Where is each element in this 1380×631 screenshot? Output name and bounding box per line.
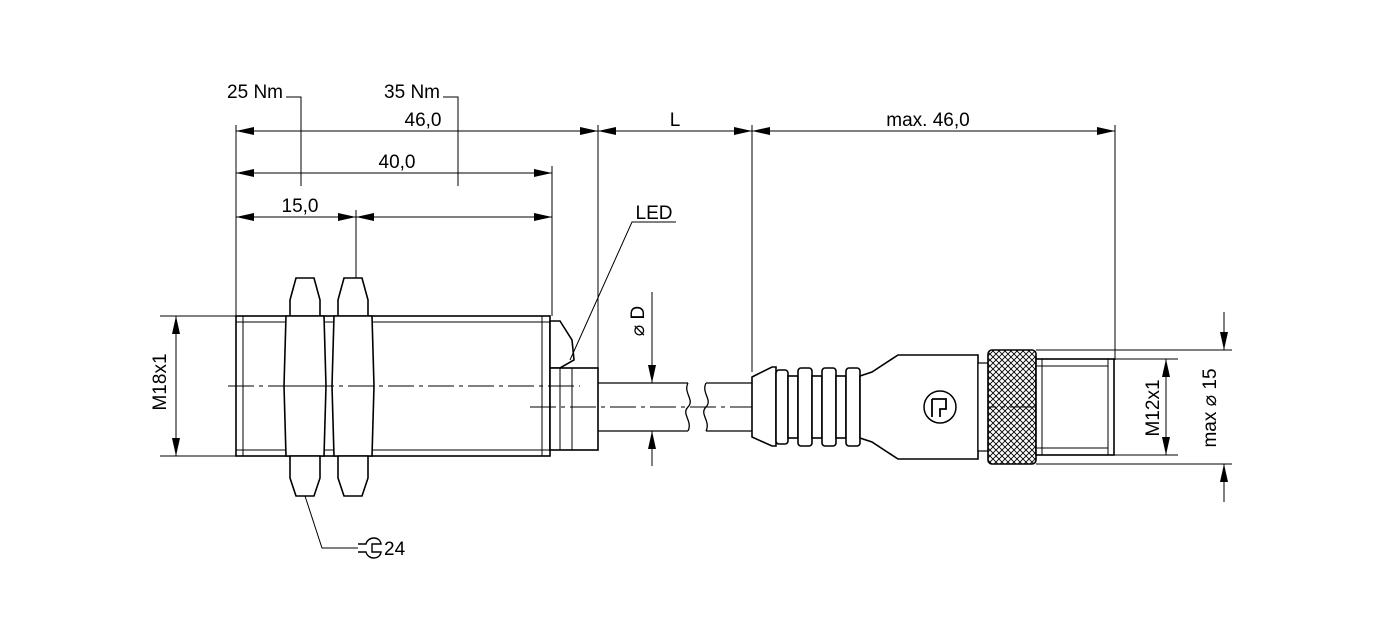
- dimension-max46-label: max. 46,0: [886, 110, 969, 131]
- connector-strain-relief: [751, 354, 979, 460]
- dimension-46-label: 46,0: [405, 110, 442, 131]
- led-label: LED: [636, 203, 673, 224]
- max-diameter-label: max ⌀ 15: [1200, 368, 1221, 447]
- thread-m12-label: M12x1: [1143, 379, 1164, 436]
- dimension-l-label: L: [670, 110, 681, 131]
- dimension-lines: [160, 96, 1232, 549]
- m12-thread-socket: [1035, 358, 1115, 456]
- brand-logo-icon: [923, 390, 957, 424]
- dimension-40-label: 40,0: [379, 152, 416, 173]
- torque-label-2: 35 Nm: [384, 82, 440, 103]
- wrench-size-label: 24: [384, 539, 406, 560]
- torque-label-1: 25 Nm: [227, 82, 283, 103]
- lock-nut-2: [331, 277, 375, 497]
- diameter-d-label: ⌀ D: [628, 306, 649, 336]
- dimension-15-label: 15,0: [282, 196, 319, 217]
- knurled-coupling-nut: [977, 349, 1037, 465]
- wrench-icon: [358, 537, 382, 559]
- thread-m18-label: M18x1: [150, 353, 171, 410]
- lock-nut-1: [283, 277, 327, 497]
- cable: [598, 382, 752, 432]
